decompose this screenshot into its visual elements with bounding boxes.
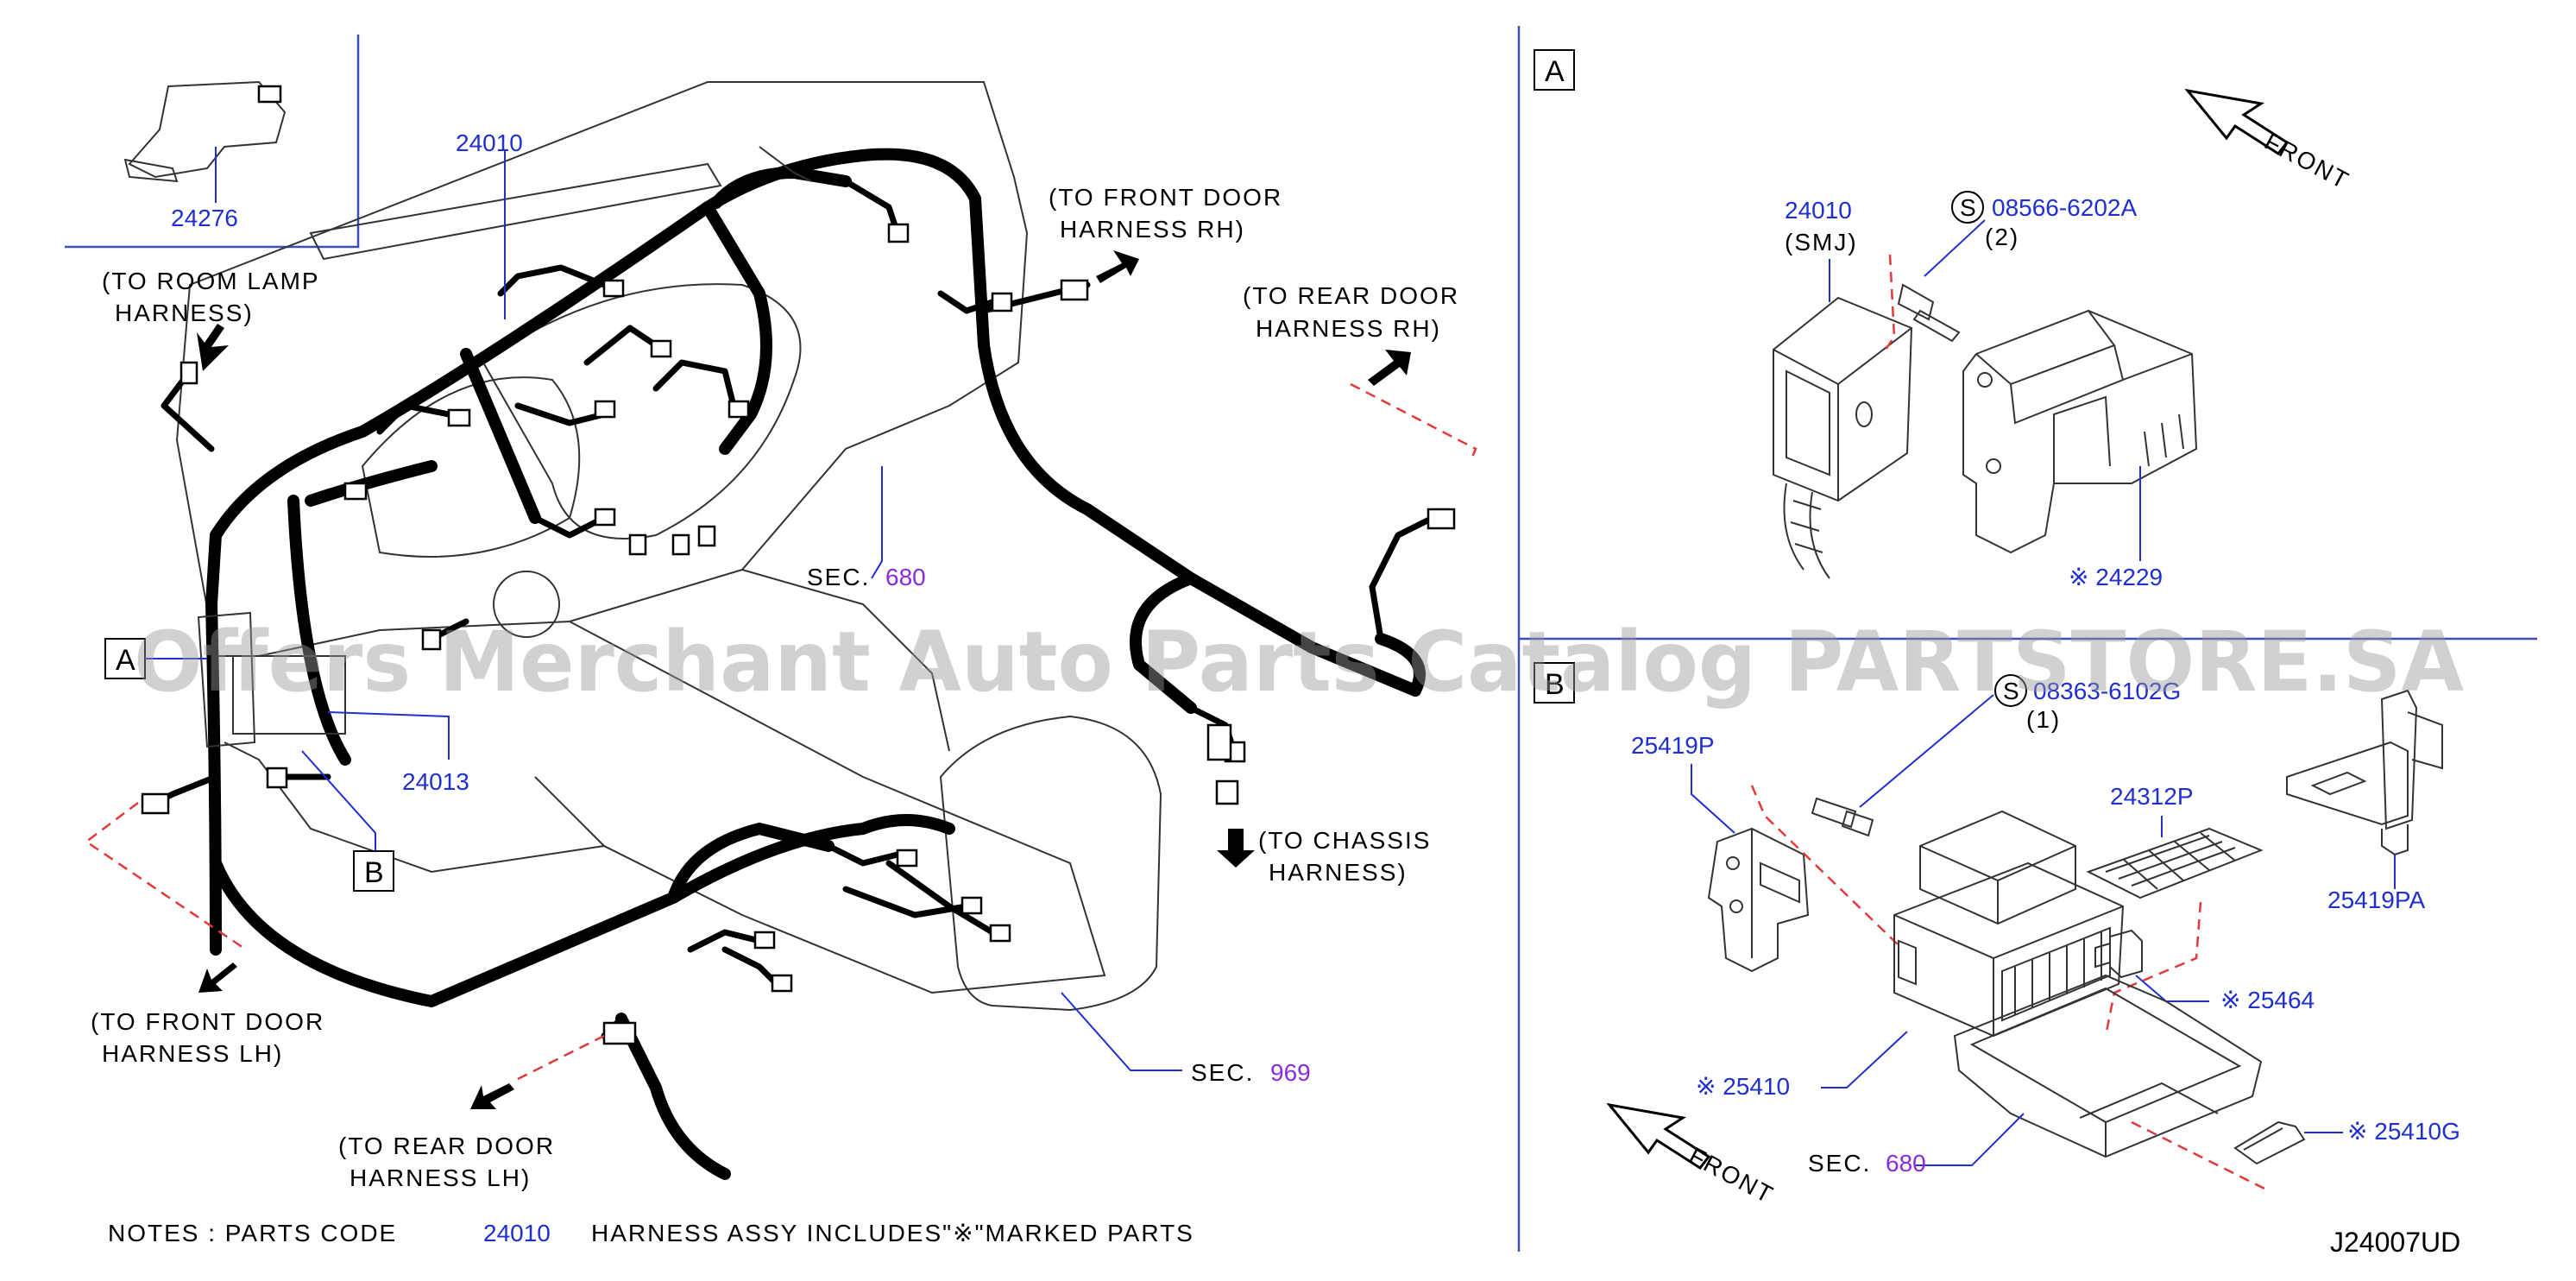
front-label-b: FRONT <box>1685 1142 1779 1208</box>
box-a-left <box>104 638 146 679</box>
drawing-code: J24007UD <box>2330 1227 2460 1258</box>
sec-969-value: 969 <box>1270 1059 1311 1086</box>
front-arrow-a-icon <box>2184 88 2289 156</box>
front-door-lh-label: (TO FRONT DOOR <box>91 1008 324 1035</box>
bracket-25419PA-drawing <box>2286 689 2443 856</box>
bolt-qty-a: (2) <box>1985 224 2019 250</box>
watermark-text: Offers Merchant Auto Parts Catalog PARTS… <box>134 614 2464 710</box>
part-25410G-label: ※ 25410G <box>2347 1118 2460 1145</box>
sec-969-prefix: SEC. <box>1191 1059 1254 1086</box>
bracket-25419P-drawing <box>1707 827 1810 973</box>
bolt-symbol-b <box>1994 674 2027 707</box>
detail-b-box <box>1534 662 1575 704</box>
leader-25410 <box>1821 1031 1908 1089</box>
part-24229-label: ※ 24229 <box>2069 564 2163 590</box>
front-door-rh-label-2: HARNESS RH) <box>1060 216 1245 243</box>
front-door-lh-label-2: HARNESS LH) <box>102 1040 283 1067</box>
bolt-symbol-a <box>1951 191 1984 224</box>
notes-suffix: HARNESS ASSY INCLUDES"※"MARKED PARTS <box>591 1220 1194 1246</box>
dash-25419P <box>1750 785 1899 946</box>
leader-sec-680-b <box>1916 1113 2025 1166</box>
part-25410-label: ※ 25410 <box>1696 1073 1790 1100</box>
clip-24276-drawing <box>123 80 287 183</box>
fuse-puller-24312P-drawing <box>2086 827 2264 899</box>
sec-680-b-prefix: SEC. <box>1808 1150 1871 1177</box>
box-b-left-label: B <box>364 856 384 889</box>
clip-25410G-drawing <box>2233 1120 2306 1165</box>
front-door-rh-label: (TO FRONT DOOR <box>1049 184 1282 211</box>
bolt-a-drawing <box>1897 283 1961 343</box>
room-lamp-label: (TO ROOM LAMP <box>102 268 320 294</box>
rear-door-rh-label: (TO REAR DOOR <box>1243 282 1459 309</box>
fuse-block-25410-drawing <box>1893 810 2125 1038</box>
part-24312P-label: 24312P <box>2110 783 2194 810</box>
leader-bolt-a <box>1924 219 1986 277</box>
bolt-b-drawing <box>1811 797 1874 837</box>
rear-door-lh-label-2: HARNESS LH) <box>350 1164 531 1191</box>
part-25419P-label: 25419P <box>1631 732 1715 759</box>
harness-main-drawing <box>205 148 1426 1180</box>
smj-module-drawing <box>1773 296 1913 579</box>
notes-prefix: NOTES : PARTS CODE <box>108 1220 397 1246</box>
bolt-code-b: 08363-6102G <box>2033 678 2181 704</box>
bracket-24229-drawing <box>1962 309 2198 554</box>
dash-bolt-a <box>1884 254 1896 350</box>
rear-door-rh-label-2: HARNESS RH) <box>1256 315 1441 342</box>
part-24010-smj: 24010 <box>1785 197 1852 224</box>
part-25419PA-label: 25419PA <box>2327 887 2425 913</box>
sec-680-b-value: 680 <box>1886 1150 1926 1177</box>
part-24010-label: 24010 <box>456 129 523 156</box>
front-label-a: FRONT <box>2260 128 2354 194</box>
inset-frame <box>65 35 360 249</box>
bolt-symbol-b-label: S <box>2003 678 2021 704</box>
leader-bolt-b <box>1859 694 1994 808</box>
sec-680-value: 680 <box>885 564 926 590</box>
detail-a-box <box>1534 49 1575 91</box>
bolt-code-a: 08566-6202A <box>1992 194 2137 221</box>
bolt-symbol-a-label: S <box>1960 194 1978 221</box>
rear-door-lh-label: (TO REAR DOOR <box>338 1133 555 1159</box>
front-arrow-b-icon <box>1606 1102 1711 1171</box>
harness-connectors-drawing <box>141 146 1456 1045</box>
part-24276-label: 24276 <box>171 205 238 231</box>
dash-cover <box>2131 1120 2271 1193</box>
leaders-main <box>301 151 1182 1071</box>
room-lamp-label-2: HARNESS) <box>115 300 254 326</box>
cover-tray-drawing <box>1953 974 2263 1158</box>
dashboard-body-drawing <box>175 81 1162 1012</box>
arrows-drawing <box>197 250 1411 1109</box>
box-b-left <box>353 850 394 892</box>
part-24010-smj-sub: (SMJ) <box>1785 229 1858 256</box>
sec-680-prefix: SEC. <box>807 564 870 590</box>
chassis-label-2: HARNESS) <box>1269 859 1408 886</box>
box-a-left-label: A <box>116 644 135 677</box>
detail-b-box-label: B <box>1545 668 1565 701</box>
part-25464-label: ※ 25464 <box>2220 987 2315 1013</box>
notes-code: 24010 <box>483 1220 551 1246</box>
detail-a-box-label: A <box>1545 55 1565 88</box>
leader-25419P <box>1691 764 1735 834</box>
dashed-guides-main <box>84 382 1477 1081</box>
part-24013-label: 24013 <box>402 768 469 795</box>
bolt-qty-b: (1) <box>2026 706 2061 733</box>
relay-25464-drawing <box>2094 929 2143 979</box>
chassis-label: (TO CHASSIS <box>1258 827 1431 854</box>
